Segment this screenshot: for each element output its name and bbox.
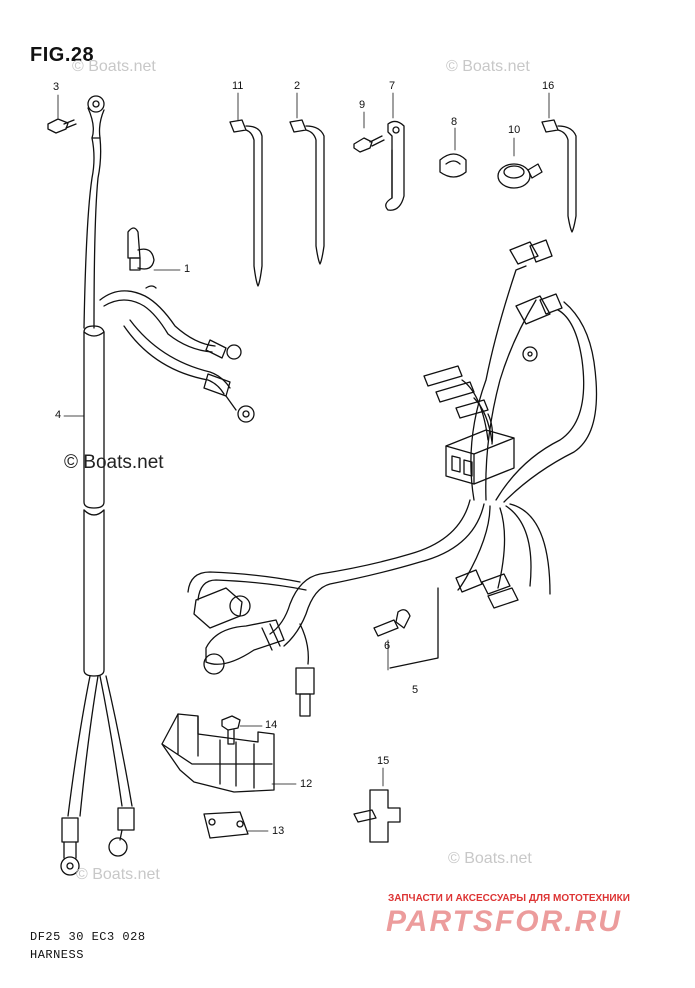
figure-title: FIG.28 [30,44,95,66]
part-13-plate [203,811,269,839]
callout-16: 16 [542,80,555,92]
part-1-terminal [127,227,181,289]
part-4-battery-cable [60,95,135,876]
part-10-grommet [497,137,543,189]
shop-tagline: ЗАПЧАСТИ И АКСЕССУАРЫ ДЛЯ МОТОТЕХНИКИ [388,893,630,904]
callout-10: 10 [508,124,521,136]
watermark-top-right: © Boats.net [446,58,530,75]
callout-2: 2 [294,80,301,92]
figure-code: DF25 30 EC3 028 [30,930,146,944]
part-12-holder [161,713,297,793]
callout-1: 1 [184,263,191,275]
part-5-main-harness [187,239,598,717]
part-9-bolt [353,111,385,153]
callout-14: 14 [265,719,278,731]
watermark-bottom-left: © Boats.net [76,866,160,883]
part-15-bracket [353,767,401,843]
ground-leads [99,290,255,423]
shop-logo: PARTSFOR.RU [386,905,622,938]
callout-8: 8 [451,116,458,128]
callout-7: 7 [389,80,396,92]
watermark-top-left: © Boats.net [72,58,156,75]
callout-15: 15 [377,755,390,767]
callout-9: 9 [359,99,366,111]
watermark-middle: © Boats.net [64,452,164,473]
callout-5: 5 [412,684,419,696]
watermark-bottom-right: © Boats.net [448,850,532,867]
part-11-cable-tie [229,92,263,287]
callout-12: 12 [300,778,313,790]
part-8-clip [439,127,467,178]
part-6-screw [373,609,411,671]
callout-6: 6 [384,640,391,652]
callout-11: 11 [232,80,244,92]
part-3-bolt [47,94,77,134]
callout-4: 4 [55,409,62,421]
part-7-clamp [385,92,405,211]
callout-3: 3 [53,81,60,93]
figure-name: HARNESS [30,948,84,962]
part-14-bolt [221,715,263,745]
callout-13: 13 [272,825,285,837]
part-16-cable-tie [541,92,577,233]
part-2-cable-tie [289,92,325,265]
